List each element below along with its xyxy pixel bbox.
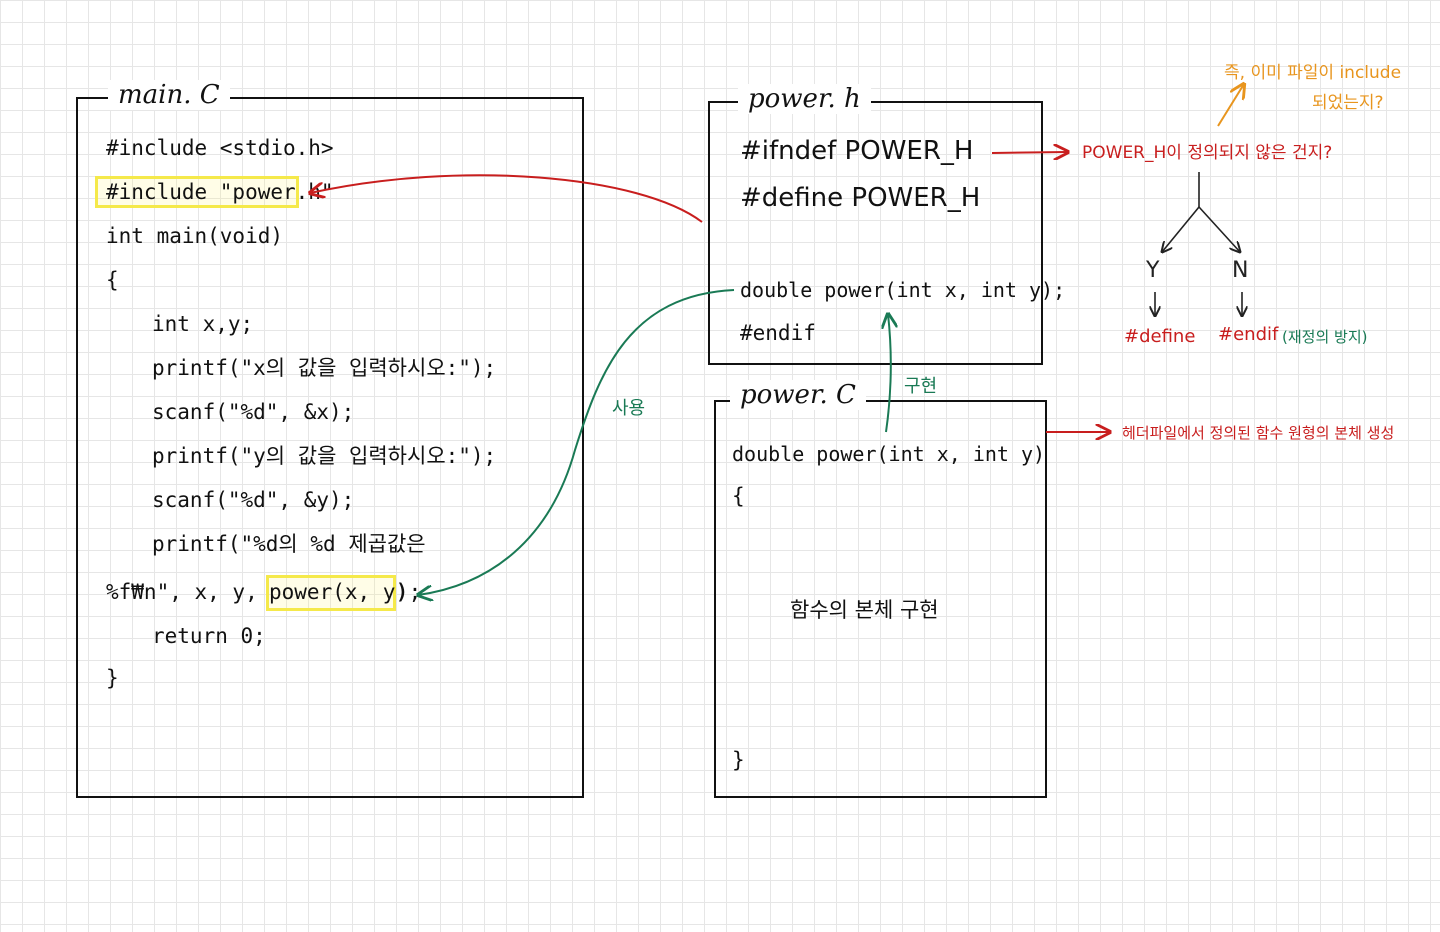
power-definition-line: double power(int x, int y) — [732, 442, 1046, 466]
include-power-highlight — [95, 176, 299, 208]
main-close-brace: } — [106, 666, 119, 690]
power-h-box — [708, 101, 1043, 365]
power-call-highlight — [266, 575, 396, 611]
endif-line: #endif — [740, 321, 816, 345]
power-prototype-line: double power(int x, int y); — [740, 278, 1066, 302]
orange-note-line2: 되었는지? — [1312, 93, 1384, 113]
orange-note-line1: 즉, 이미 파일이 include — [1224, 63, 1402, 83]
printf-close-text: ); — [396, 580, 422, 604]
ifndef-line: #ifndef POWER_H — [740, 136, 974, 166]
define-line: #define POWER_H — [740, 183, 981, 213]
branch-yes-label: Y — [1146, 258, 1160, 283]
scanf-x-line: scanf("%d", &x); — [152, 400, 355, 424]
branch-no-label: N — [1232, 258, 1249, 283]
printf-y-line: printf("y의 값을 입력하시오:"); — [152, 444, 497, 468]
impl-label: 구현 — [904, 376, 938, 397]
main-c-title: main. C — [108, 80, 230, 110]
power-c-box — [714, 400, 1047, 798]
include-stdio-line: #include <stdio.h> — [106, 136, 334, 160]
orange-arrow — [1217, 84, 1244, 127]
main-signature-line: int main(void) — [106, 224, 284, 248]
power-c-title: power. C — [730, 380, 866, 410]
no-result-label: #endif — [1218, 324, 1279, 345]
printf-result-line: printf("%d의 %d 제곱값은 — [152, 532, 426, 556]
printf-args-line: %f₩n", x, y, — [106, 580, 271, 604]
power-c-note: 헤더파일에서 정의된 함수 원형의 본체 생성 — [1122, 424, 1395, 442]
return-line: return 0; — [152, 624, 266, 648]
power-h-title: power. h — [738, 84, 871, 114]
power-body-text: 함수의 본체 구현 — [790, 598, 939, 622]
power-open-brace: { — [732, 484, 745, 508]
no-result-note: (재정의 방지) — [1282, 328, 1368, 346]
declare-xy-line: int x,y; — [152, 312, 254, 336]
scanf-y-line: scanf("%d", &y); — [152, 488, 355, 512]
main-open-brace: { — [106, 268, 119, 292]
tree-left-branch — [1162, 206, 1200, 252]
ifndef-question-note: POWER_H이 정의되지 않은 건지? — [1082, 143, 1333, 163]
include-power-line: #include "power.h" — [106, 180, 334, 204]
usage-label: 사용 — [612, 398, 646, 419]
power-close-brace: } — [732, 748, 745, 772]
yes-result-label: #define — [1124, 326, 1196, 347]
tree-right-branch — [1198, 206, 1240, 252]
printf-x-line: printf("x의 값을 입력하시오:"); — [152, 356, 497, 380]
power-call-text: power(x, y) — [269, 580, 409, 604]
